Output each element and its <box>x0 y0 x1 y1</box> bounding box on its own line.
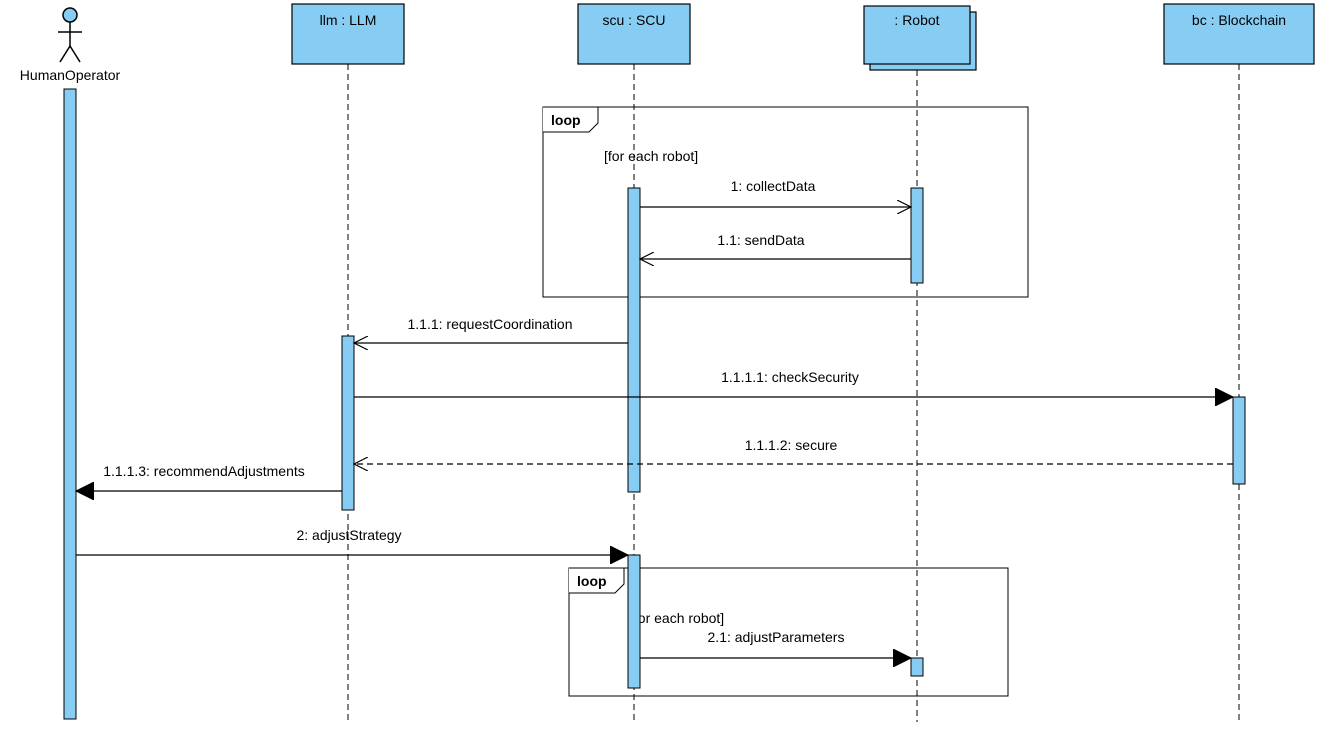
actor-icon <box>58 7 82 63</box>
activation-blockchain <box>1232 396 1246 485</box>
lifeline-label-scu: scu : SCU <box>602 12 665 28</box>
activation-human <box>63 88 77 720</box>
lifeline-label-robot: : Robot <box>894 12 939 28</box>
fragment-operator-2: loop <box>577 573 607 589</box>
lifeline-head-blockchain[interactable]: bc : Blockchain <box>1163 3 1315 65</box>
message-label-adjustStrategy: 2: adjustStrategy <box>296 527 401 543</box>
loop-fragment-2[interactable]: loop [for each robot] <box>568 567 1009 697</box>
message-label-checkSecurity: 1.1.1.1: checkSecurity <box>721 369 859 385</box>
activation-scu-2 <box>627 554 641 689</box>
lifeline-head-llm[interactable]: llm : LLM <box>291 3 405 65</box>
lifeline-label-llm: llm : LLM <box>320 12 377 28</box>
loop-fragment-1[interactable]: loop [for each robot] <box>542 106 1029 298</box>
lifeline-head-scu[interactable]: scu : SCU <box>577 3 691 65</box>
message-label-adjustParameters: 2.1: adjustParameters <box>708 629 845 645</box>
lifeline-label-blockchain: bc : Blockchain <box>1192 12 1286 28</box>
activation-robot-1 <box>910 187 924 284</box>
message-label-secure: 1.1.1.2: secure <box>745 437 838 453</box>
message-label-sendData: 1.1: sendData <box>717 232 804 248</box>
message-label-recommendAdjustments: 1.1.1.3: recommendAdjustments <box>103 463 305 479</box>
message-label-collectData: 1: collectData <box>731 178 816 194</box>
activation-llm <box>341 335 355 511</box>
activation-scu-1 <box>627 187 641 493</box>
fragment-guard-1: [for each robot] <box>604 148 698 164</box>
fragment-guard-2: [for each robot] <box>630 610 724 626</box>
actor-label: HumanOperator <box>20 67 121 83</box>
message-label-requestCoordination: 1.1.1: requestCoordination <box>408 316 573 332</box>
fragment-operator-1: loop <box>551 112 581 128</box>
activation-robot-2 <box>910 657 924 677</box>
lifeline-head-robot[interactable]: : Robot <box>863 5 977 71</box>
